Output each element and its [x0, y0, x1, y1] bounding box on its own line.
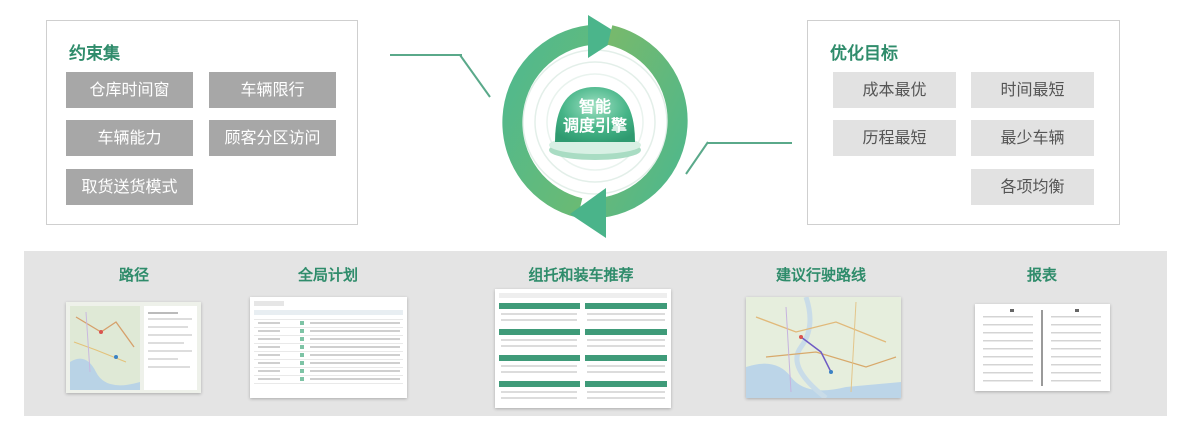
- objectives-panel: 优化目标 成本最优 时间最短 历程最短 最少车辆 各项均衡: [807, 20, 1120, 225]
- thumb-route-map: [66, 302, 201, 393]
- objective-chip-fewest-vehicles: 最少车辆: [971, 120, 1094, 156]
- connector-line-right-diagonal: [685, 141, 709, 175]
- constraints-panel: 约束集 仓库时间窗 车辆限行 车辆能力 顾客分区访问 取货送货模式: [46, 20, 358, 225]
- output-title-report: 报表: [1026, 266, 1057, 284]
- constraint-chip-pickup-delivery-mode: 取货送货模式: [66, 169, 193, 205]
- output-title-suggested-route: 建议行驶路线: [775, 266, 866, 284]
- inner-ring-middle: [534, 61, 656, 183]
- connector-line-right: [707, 142, 792, 144]
- objective-chip-shortest-time: 时间最短: [971, 72, 1094, 108]
- output-title-palletizing: 组托和装车推荐: [528, 266, 634, 284]
- constraint-chip-warehouse-time-window: 仓库时间窗: [66, 72, 193, 108]
- output-title-route: 路径: [118, 266, 149, 284]
- objective-chip-balanced: 各项均衡: [971, 169, 1094, 205]
- inner-ring-inner: [546, 73, 644, 171]
- output-title-global-plan: 全局计划: [297, 266, 358, 284]
- engine-label: 智能 调度引擎: [525, 97, 665, 135]
- dispatch-cycle-diagram: [502, 15, 688, 238]
- constraints-title: 约束集: [69, 44, 120, 64]
- cycle-arrow-top-icon: [588, 15, 622, 58]
- objective-chip-shortest-distance: 历程最短: [833, 120, 956, 156]
- constraint-chip-vehicle-capacity: 车辆能力: [66, 120, 193, 156]
- connector-line-left-diagonal: [459, 54, 491, 98]
- engine-dome-icon: [555, 87, 635, 142]
- cycle-arc-left: [502, 25, 592, 218]
- constraint-chip-vehicle-restriction: 车辆限行: [209, 72, 336, 108]
- thumb-global-plan-table: [250, 297, 407, 398]
- connector-line-left: [390, 54, 462, 56]
- thumb-palletizing-loading: [495, 289, 671, 408]
- constraint-chip-customer-zone-visit: 顾客分区访问: [209, 120, 336, 156]
- engine-label-line2: 调度引擎: [562, 116, 627, 135]
- cycle-arc-right: [598, 25, 688, 218]
- engine-label-line1: 智能: [578, 97, 611, 116]
- objectives-title: 优化目标: [830, 44, 898, 64]
- objective-chip-cost-optimal: 成本最优: [833, 72, 956, 108]
- thumb-suggested-route-map: [746, 297, 901, 398]
- thumb-report: [975, 304, 1110, 391]
- cycle-arrow-bottom-icon: [570, 188, 606, 238]
